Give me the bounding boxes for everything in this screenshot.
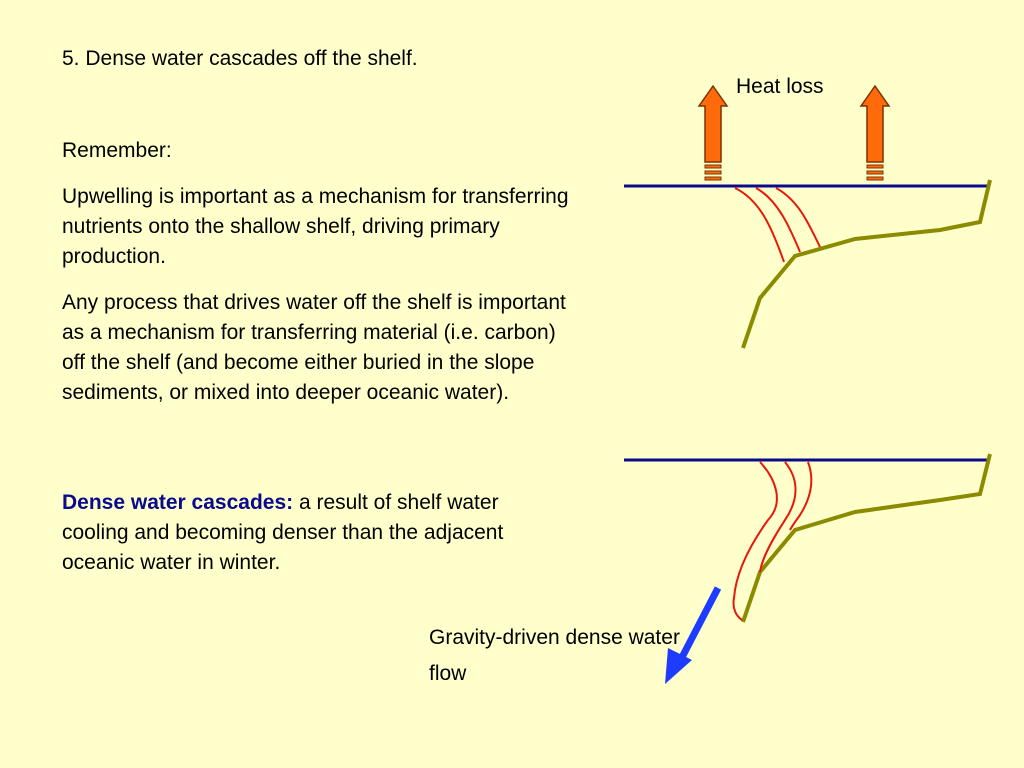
upper-panel xyxy=(624,84,992,349)
cascade-line-lower-1 xyxy=(732,461,778,621)
dense-water-flow-arrow-icon xyxy=(665,586,722,684)
cascade-line-lower-2 xyxy=(759,461,797,573)
seabed-profile-lower xyxy=(741,453,992,623)
dense-water-term: Dense water cascades: xyxy=(62,491,294,514)
remember-heading: Remember: xyxy=(62,139,172,162)
slide-title: 5. Dense water cascades off the shelf. xyxy=(62,47,418,70)
upwelling-paragraph: Upwelling is important as a mechanism fo… xyxy=(62,185,569,268)
off-shelf-transport-paragraph: Any process that drives water off the sh… xyxy=(62,291,566,404)
isopycnal-line-upper-1 xyxy=(734,187,785,263)
cascade-line-lower-3 xyxy=(789,461,813,531)
isopycnal-line-upper-2 xyxy=(755,187,801,253)
dense-water-paragraph: Dense water cascades: a result of shelf … xyxy=(62,488,552,578)
heat-loss-arrow-icon xyxy=(697,84,729,181)
isopycnal-line-upper-3 xyxy=(775,187,821,248)
heat-loss-arrow-icon xyxy=(859,84,891,181)
dense-water-definition: a result of shelf water cooling and beco… xyxy=(62,491,504,574)
lower-panel xyxy=(624,453,992,684)
heat-loss-label: Heat loss xyxy=(736,75,824,98)
seabed-profile-upper xyxy=(741,179,992,349)
gravity-flow-label: Gravity-driven dense water flow xyxy=(429,626,680,685)
